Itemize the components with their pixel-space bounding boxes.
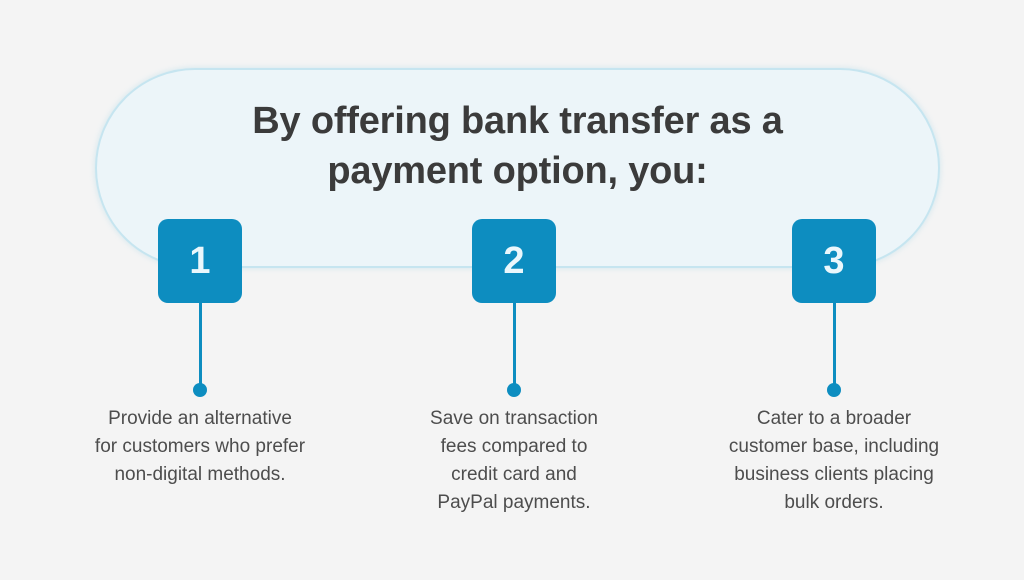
step-number-label-2: 2 xyxy=(503,240,525,282)
step-number-label-3: 3 xyxy=(823,240,845,282)
step-number-badge-2: 2 xyxy=(472,219,556,303)
step-connector-line-2 xyxy=(512,301,516,384)
page-title: By offering bank transfer as a payment o… xyxy=(252,100,783,192)
step-description-2: Save on transaction fees compared to cre… xyxy=(430,408,598,513)
step-item-1: 1 Provide an alternative for customers w… xyxy=(50,0,350,580)
step-item-3: 3 Cater to a broader customer base, incl… xyxy=(684,0,984,580)
step-connector-dot-3 xyxy=(827,383,841,397)
step-connector-line-1 xyxy=(198,301,202,384)
step-connector-dot-1 xyxy=(193,383,207,397)
step-number-label-1: 1 xyxy=(189,240,211,282)
step-number-badge-3: 3 xyxy=(792,219,876,303)
step-connector-dot-2 xyxy=(507,383,521,397)
step-item-2: 2 Save on transaction fees compared to c… xyxy=(364,0,664,580)
step-description-3: Cater to a broader customer base, includ… xyxy=(728,408,940,513)
step-connector-line-3 xyxy=(832,301,836,384)
step-number-badge-1: 1 xyxy=(158,219,242,303)
step-description-1: Provide an alternative for customers who… xyxy=(94,408,306,485)
